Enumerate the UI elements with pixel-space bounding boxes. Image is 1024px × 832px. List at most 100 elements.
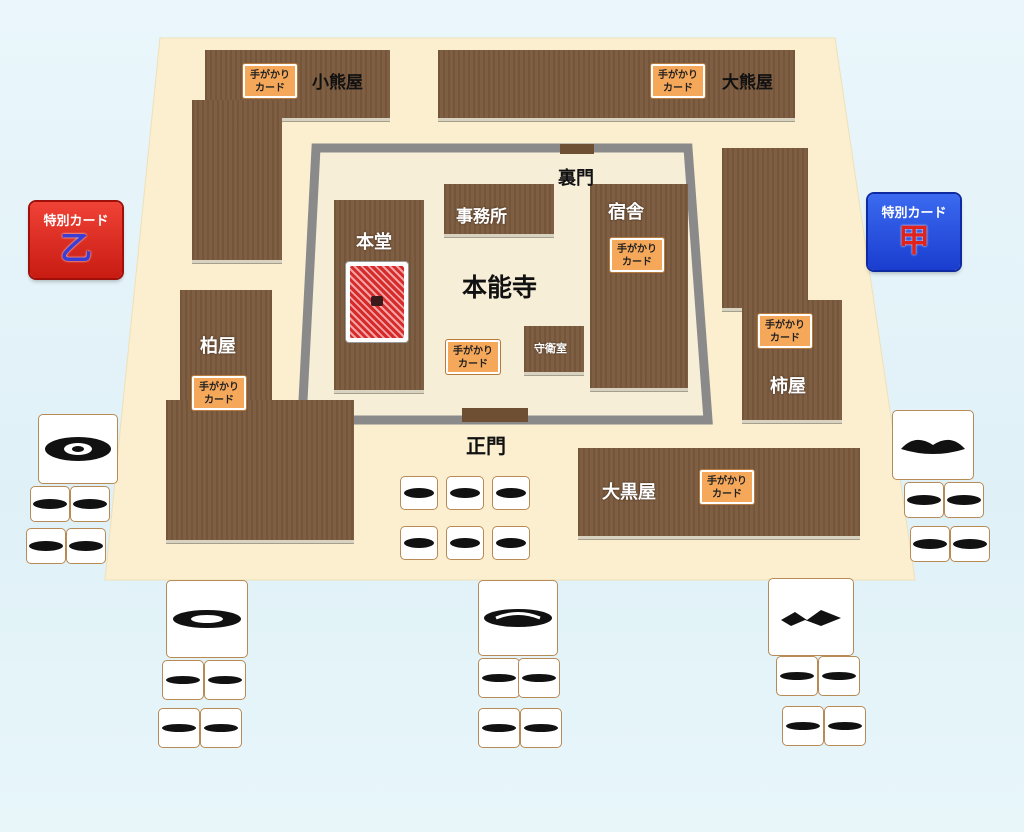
card-center-emblem (371, 296, 383, 306)
family-crest-icon (913, 539, 947, 549)
clue-card-line1: 手がかり (250, 70, 290, 81)
clue-card-line2: カード (770, 333, 800, 344)
building-kashiwaya-wing[interactable] (166, 400, 354, 540)
clue-card-courtyard[interactable]: 手がかり カード (446, 340, 500, 374)
player-left-slot-2[interactable] (70, 486, 110, 522)
family-crest-icon (173, 610, 241, 628)
label-back-gate: 裏門 (558, 168, 594, 189)
player-bottomleft-slot-1[interactable] (162, 660, 204, 700)
player-left-slot-1[interactable] (30, 486, 70, 522)
building-shukusha[interactable] (590, 184, 688, 388)
family-crest-icon (953, 539, 987, 549)
family-crest-icon (208, 676, 242, 684)
label-hondo: 本堂 (356, 232, 392, 253)
player-bottomright-slot-3[interactable] (782, 706, 824, 746)
player-right-slot-3[interactable] (910, 526, 950, 562)
clue-card-kashiwaya[interactable]: 手がかり カード (192, 376, 246, 410)
temple-name: 本能寺 (462, 273, 538, 302)
player-right-main-slot[interactable] (892, 410, 974, 480)
clue-card-line1: 手がかり (658, 70, 698, 81)
player-bottomleft-slot-3[interactable] (158, 708, 200, 748)
clue-card-line2: カード (622, 257, 652, 268)
player-bottomcenter-slot-2[interactable] (518, 658, 560, 698)
clue-card-line2: カード (712, 489, 742, 500)
player-right-slot-1[interactable] (904, 482, 944, 518)
family-crest-icon (496, 538, 526, 548)
special-card-ko[interactable]: 特別カード 甲 (868, 194, 960, 270)
player-left-main-slot[interactable] (38, 414, 118, 484)
family-crest-icon (482, 674, 516, 682)
player-bottomcenter-slot-4[interactable] (520, 708, 562, 748)
family-crest-icon (162, 724, 196, 732)
center-slot-2[interactable] (446, 476, 484, 510)
label-ookumaya: 大熊屋 (722, 73, 773, 93)
family-crest-icon (45, 437, 111, 461)
clue-card-kokumaya[interactable]: 手がかり カード (243, 64, 297, 98)
special-card-otsu[interactable]: 特別カード 乙 (30, 202, 122, 278)
clue-card-line1: 手がかり (707, 476, 747, 487)
family-crest-icon (450, 488, 480, 498)
family-crest-icon (907, 495, 941, 505)
center-slot-3[interactable] (492, 476, 530, 510)
special-card-title: 特別カード (43, 214, 109, 229)
card-back-pattern (350, 266, 404, 338)
player-right-slot-4[interactable] (950, 526, 990, 562)
family-crest-icon (69, 541, 103, 551)
label-shueishitsu: 守衛室 (534, 342, 567, 355)
player-left-slot-3[interactable] (26, 528, 66, 564)
player-bottomcenter-slot-3[interactable] (478, 708, 520, 748)
family-crest-icon (522, 674, 556, 682)
clue-card-line2: カード (255, 83, 285, 94)
player-bottomright-main-slot[interactable] (768, 578, 854, 656)
center-slot-5[interactable] (446, 526, 484, 560)
player-right-slot-2[interactable] (944, 482, 984, 518)
back-gate (560, 144, 594, 154)
center-slot-6[interactable] (492, 526, 530, 560)
family-crest-icon (166, 676, 200, 684)
family-crest-icon (524, 724, 558, 732)
family-crest-icon (901, 439, 965, 454)
main-gate (462, 408, 528, 422)
building-kokumaya-wing[interactable] (192, 100, 282, 260)
player-bottomright-slot-4[interactable] (824, 706, 866, 746)
player-bottomleft-slot-4[interactable] (200, 708, 242, 748)
player-bottomleft-main-slot[interactable] (166, 580, 248, 658)
clue-card-ookumaya[interactable]: 手がかり カード (651, 64, 705, 98)
label-main-gate: 正門 (466, 434, 506, 458)
family-crest-icon (482, 724, 516, 732)
player-bottomcenter-main-slot[interactable] (478, 580, 558, 656)
clue-card-shukusha[interactable]: 手がかり カード (610, 238, 664, 272)
player-bottomleft-slot-2[interactable] (204, 660, 246, 700)
player-bottomright-slot-1[interactable] (776, 656, 818, 696)
center-slot-4[interactable] (400, 526, 438, 560)
family-crest-icon (828, 722, 862, 730)
clue-card-line1: 手がかり (765, 320, 805, 331)
family-crest-icon (496, 488, 526, 498)
player-left-slot-4[interactable] (66, 528, 106, 564)
family-crest-icon (73, 499, 107, 509)
label-shukusha: 宿舎 (608, 202, 644, 223)
special-card-glyph: 甲 (897, 221, 930, 259)
clue-card-daikokuya[interactable]: 手がかり カード (700, 470, 754, 504)
clue-card-kakiya[interactable]: 手がかり カード (758, 314, 812, 348)
special-card-glyph: 乙 (59, 229, 92, 267)
family-crest-icon (33, 499, 67, 509)
family-crest-icon (404, 488, 434, 498)
building-shueishitsu[interactable] (524, 326, 584, 372)
family-crest-icon (484, 609, 552, 627)
label-kashiwaya: 柏屋 (200, 336, 236, 357)
center-slot-1[interactable] (400, 476, 438, 510)
face-down-card[interactable] (346, 262, 408, 342)
clue-card-line1: 手がかり (199, 382, 239, 393)
player-bottomcenter-slot-1[interactable] (478, 658, 520, 698)
building-jimusho[interactable] (444, 184, 554, 234)
building-kakiya[interactable] (722, 148, 808, 308)
label-kakiya: 柿屋 (770, 376, 806, 397)
family-crest-icon (780, 672, 814, 680)
building-ookumaya[interactable] (438, 50, 795, 118)
clue-card-line1: 手がかり (453, 346, 493, 357)
building-daikokuya[interactable] (578, 448, 860, 536)
player-bottomright-slot-2[interactable] (818, 656, 860, 696)
family-crest-icon (29, 541, 63, 551)
